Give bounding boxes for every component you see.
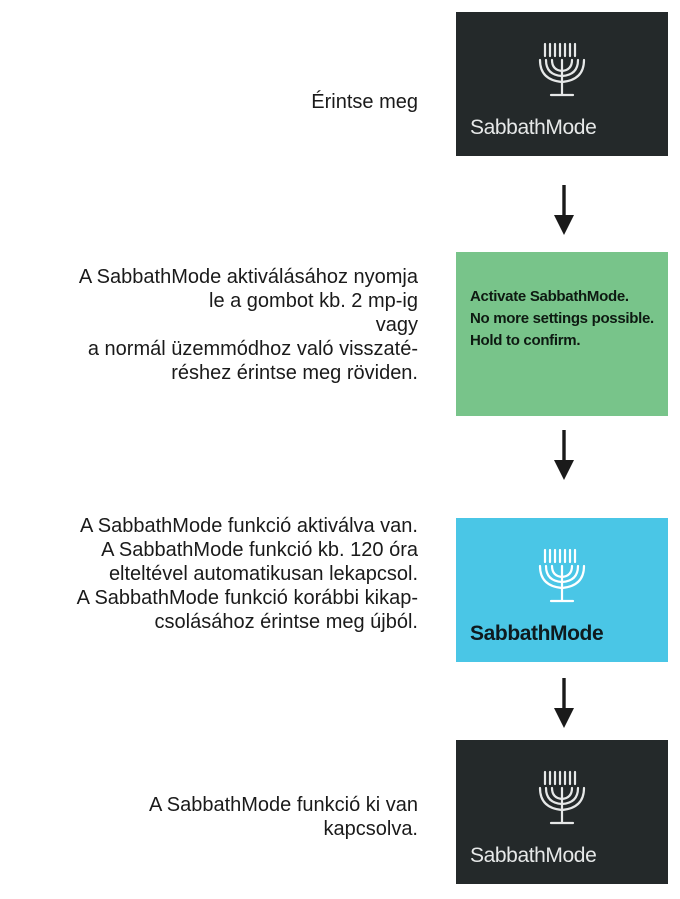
step-2-line-4: a normál üzemmódhoz való visszaté-	[87, 338, 418, 360]
sabbathmode-button-off[interactable]: SabbathMode	[456, 740, 668, 884]
step-3-instruction: A SabbathMode funkció aktiválva van. A S…	[0, 514, 418, 634]
step-3-line-5: csolásához érintse meg újból.	[154, 611, 418, 633]
step-4-line-1: A SabbathMode funkció ki van	[148, 794, 418, 816]
step-2-line-3: vagy	[375, 314, 418, 336]
step-3-line-1: A SabbathMode funkció aktiválva van.	[80, 515, 418, 537]
confirm-line-3: Hold to confirm.	[470, 332, 581, 349]
confirm-line-1: Activate SabbathMode.	[470, 288, 629, 305]
arrow-down-icon	[554, 678, 574, 728]
sabbathmode-button-inactive[interactable]: SabbathMode	[456, 12, 668, 156]
step-2-line-5: réshez érintse meg röviden.	[171, 362, 418, 384]
step-3-line-3: elteltével automatikusan lekapcsol.	[108, 563, 418, 585]
step-2-line-2: le a gombot kb. 2 mp-ig	[209, 290, 418, 312]
step-1-instruction: Érintse meg	[0, 90, 418, 114]
menorah-icon	[538, 770, 586, 825]
step-4-line-2: kapcsolva.	[323, 818, 419, 840]
step-3-line-2: A SabbathMode funkció kb. 120 óra	[101, 539, 418, 561]
tile-label: SabbathMode	[470, 622, 604, 645]
step-3-line-4: A SabbathMode funkció korábbi kikap-	[76, 587, 418, 609]
sabbathmode-button-active[interactable]: SabbathMode	[456, 518, 668, 662]
step-4-instruction: A SabbathMode funkció ki van kapcsolva.	[0, 793, 418, 841]
arrow-down-icon	[554, 185, 574, 235]
tile-label: SabbathMode	[470, 844, 597, 867]
confirm-message: Activate SabbathMode. No more settings p…	[470, 286, 654, 352]
step-1-line-1: Érintse meg	[311, 91, 418, 113]
arrow-down-icon	[554, 430, 574, 480]
step-2-instruction: A SabbathMode aktiválásához nyomja le a …	[0, 265, 418, 385]
tile-label: SabbathMode	[470, 116, 597, 139]
menorah-icon	[538, 548, 586, 603]
step-2-line-1: A SabbathMode aktiválásához nyomja	[78, 266, 418, 288]
confirm-line-2: No more settings possible.	[470, 310, 654, 327]
confirm-sabbathmode-panel[interactable]: Activate SabbathMode. No more settings p…	[456, 252, 668, 416]
menorah-icon	[538, 42, 586, 97]
